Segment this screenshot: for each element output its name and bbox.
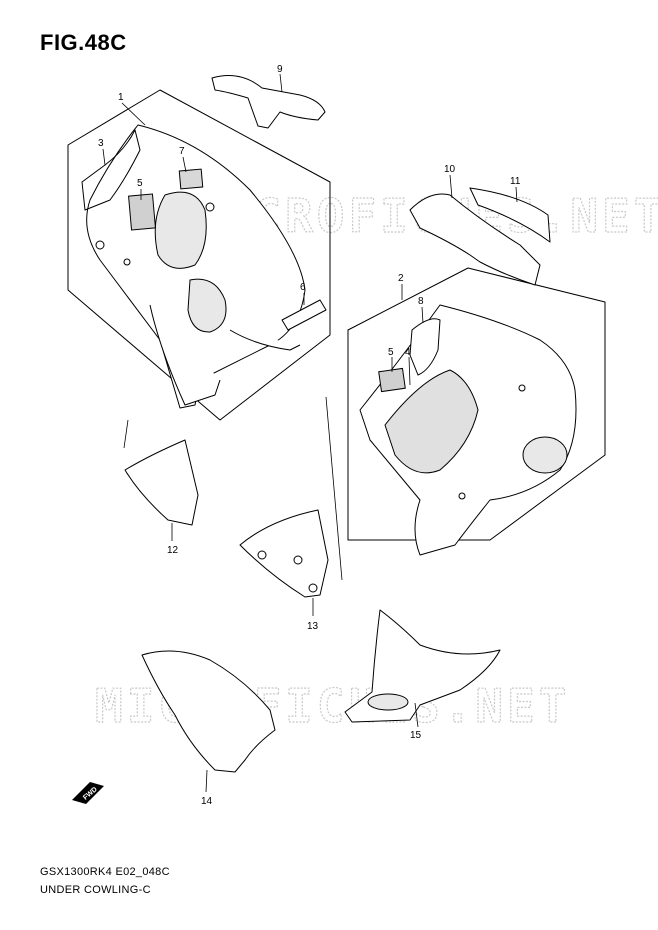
callout-bracket-side: 10 xyxy=(444,164,456,175)
callout-under-cowling-lower-right: 15 xyxy=(410,730,422,741)
assembly-frame-left xyxy=(67,89,331,421)
callout-lower-cover-right: 13 xyxy=(307,621,319,632)
callout-cushion-strip: 11 xyxy=(510,176,521,187)
part-inner-panel-right xyxy=(409,318,441,376)
assembly-frame-right xyxy=(347,267,606,541)
callout-label-left: 7 xyxy=(179,146,185,157)
forward-arrow-icon: FWD xyxy=(72,782,104,804)
part-bracket-upper xyxy=(211,75,326,129)
callout-caution-label-right: 5 xyxy=(388,347,394,358)
callout-lower-cover-left: 12 xyxy=(167,545,179,556)
callout-caution-label: 5 xyxy=(137,178,143,189)
figure-title: FIG.48C xyxy=(40,30,127,55)
part-cushion-strip xyxy=(469,187,551,243)
callout-inner-panel: 3 xyxy=(98,138,104,149)
figure-caption: UNDER COWLING-C xyxy=(40,884,151,896)
callout-under-cowling-left: 1 xyxy=(118,92,124,103)
part-caution-label xyxy=(128,193,156,231)
part-lower-cover-right xyxy=(239,509,329,598)
figure-code: GSX1300RK4 E02_048C xyxy=(40,866,170,878)
callout-under-cowling-right: 2 xyxy=(398,273,404,284)
part-label-left xyxy=(178,168,204,190)
part-cushion xyxy=(281,299,327,331)
part-under-cowling-left xyxy=(86,124,306,409)
part-inner-panel xyxy=(81,129,141,211)
callout-inner-panel-right: 8 xyxy=(418,296,424,307)
part-bracket-side xyxy=(409,193,541,286)
callout-emblem-line: 4 xyxy=(405,347,411,358)
part-lower-cover-left xyxy=(124,439,199,526)
part-caution-label-right xyxy=(378,367,406,393)
callout-cushion: 6 xyxy=(300,282,306,293)
callout-under-cowling-lower-left: 14 xyxy=(201,796,213,807)
part-under-cowling-right xyxy=(359,304,577,556)
part-under-cowling-lower-left xyxy=(141,650,276,773)
callout-bracket-upper: 9 xyxy=(277,64,283,75)
